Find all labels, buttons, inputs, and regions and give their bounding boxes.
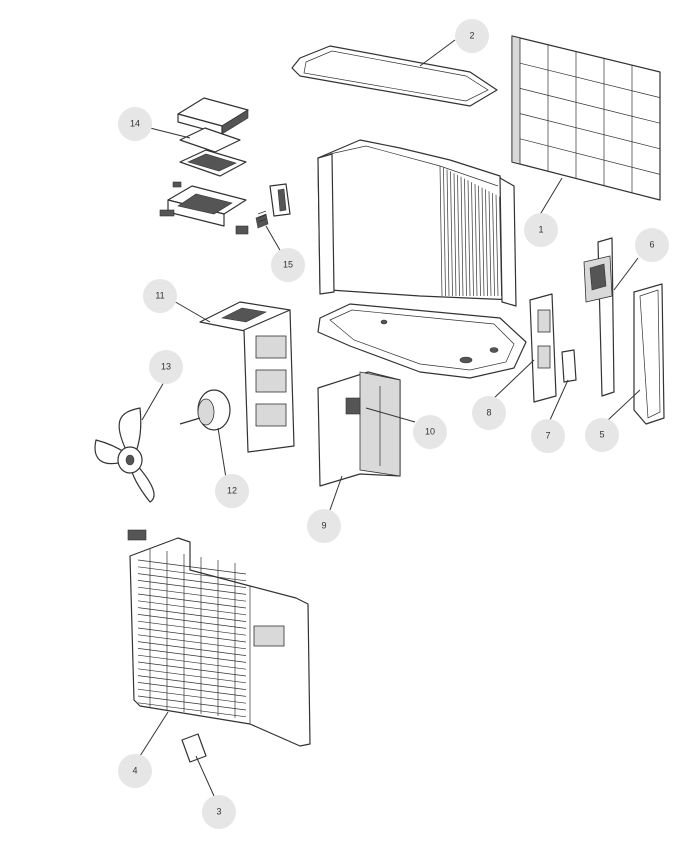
part-filter-assembly	[159, 97, 249, 235]
callout-12: 12	[215, 474, 249, 508]
callout-6: 6	[635, 228, 669, 262]
svg-text:7: 7	[545, 430, 550, 440]
part-small-cover	[181, 733, 207, 763]
svg-text:3: 3	[216, 806, 221, 816]
part-front-panel	[127, 529, 311, 747]
callout-5: 5	[585, 418, 619, 452]
svg-text:4: 4	[132, 765, 137, 775]
part-condenser-coil	[317, 139, 517, 307]
callout-11: 11	[143, 279, 177, 313]
callout-4: 4	[118, 754, 152, 788]
svg-text:14: 14	[130, 118, 140, 128]
callout-14: 14	[118, 107, 152, 141]
leader-lines	[139, 39, 641, 797]
callout-1: 1	[524, 213, 558, 247]
callout-7: 7	[531, 419, 565, 453]
svg-text:8: 8	[486, 407, 491, 417]
callout-3: 3	[202, 795, 236, 829]
callout-15: 15	[271, 248, 305, 282]
part-rear-grille	[511, 35, 661, 201]
part-base-pan	[317, 303, 527, 379]
part-fan-motor	[179, 389, 231, 431]
svg-text:11: 11	[155, 290, 164, 300]
part-fan-blade	[94, 407, 155, 503]
callout-8: 8	[472, 396, 506, 430]
part-partition-panel	[317, 371, 401, 487]
svg-text:2: 2	[469, 30, 474, 40]
svg-text:10: 10	[425, 426, 435, 436]
svg-text:15: 15	[283, 259, 293, 269]
svg-text:12: 12	[227, 485, 237, 495]
svg-text:13: 13	[161, 361, 171, 371]
part-bracket-spring	[255, 183, 291, 229]
part-top-cover	[291, 45, 498, 107]
part-side-panel	[583, 237, 615, 397]
callout-2: 2	[455, 19, 489, 53]
part-small-clip	[561, 349, 577, 383]
part-right-side-cover	[633, 283, 665, 425]
svg-text:9: 9	[321, 520, 326, 530]
callout-9: 9	[307, 509, 341, 543]
part-motor-bracket	[199, 301, 295, 453]
callout-13: 13	[149, 350, 183, 384]
svg-text:1: 1	[538, 224, 543, 234]
callout-10: 10	[413, 415, 447, 449]
part-side-bracket	[529, 293, 557, 403]
svg-text:6: 6	[649, 239, 654, 249]
svg-text:5: 5	[599, 429, 604, 439]
